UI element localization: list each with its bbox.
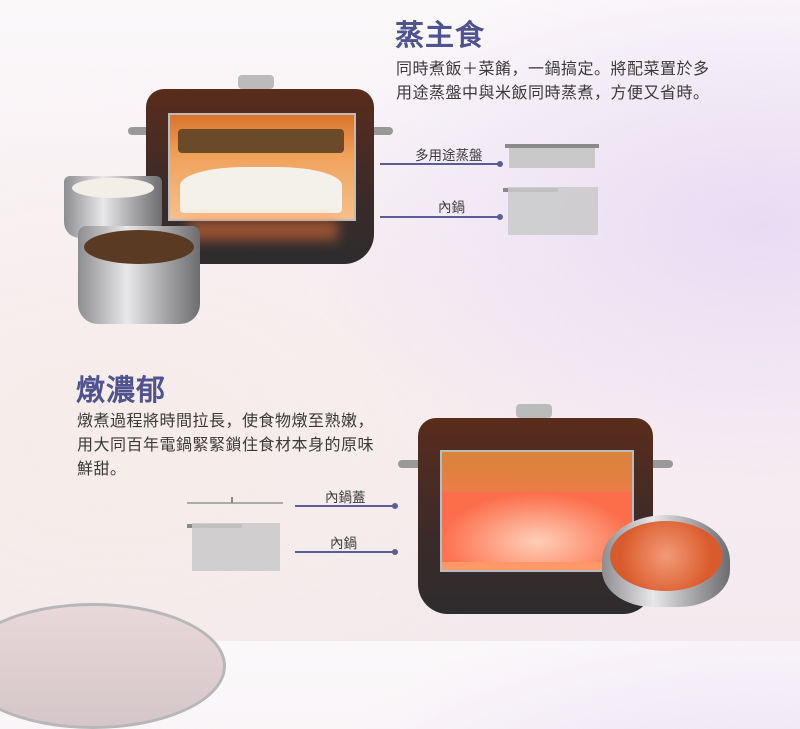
lid-knob	[516, 404, 552, 418]
inner-pot-icon	[192, 523, 280, 571]
dish-pot	[78, 226, 200, 324]
section1-description: 同時煮飯＋菜餚，一鍋搞定。將配菜置於多 用途蒸盤中與米飯同時蒸煮，方便又省時。	[396, 57, 710, 105]
lid-knob-icon	[231, 497, 233, 503]
side-dish	[178, 129, 344, 153]
label-steam-tray: 多用途蒸盤	[415, 148, 483, 164]
rice-cooker-cutaway-stew	[398, 404, 673, 616]
pot-rim-decoration	[0, 603, 226, 729]
section2-line: 用大同百年電鍋緊緊鎖住食材本身的原味	[77, 435, 375, 454]
section2-line: 燉煮過程將時間拉長，使食物燉至熟嫩，	[77, 411, 375, 430]
label-inner-pot-2: 內鍋	[330, 536, 357, 552]
stew-bowl	[602, 515, 730, 607]
pointer-line	[295, 549, 398, 555]
heat-glow	[188, 220, 338, 240]
section2-line: 鮮甜。	[77, 459, 127, 478]
pointer-line	[295, 503, 398, 509]
section1-line: 用途蒸盤中與米飯同時蒸煮，方便又省時。	[396, 83, 710, 102]
rice	[180, 167, 342, 213]
steam-tray-icon	[509, 148, 595, 168]
label-inner-pot: 內鍋	[438, 200, 465, 216]
pointer-line	[380, 214, 503, 220]
inner-pot-icon	[508, 187, 598, 235]
inner-lid-icon	[187, 502, 283, 504]
rice-surface	[72, 178, 154, 198]
inner-pot-cutaway	[168, 113, 356, 221]
stew-surface	[610, 521, 722, 591]
steam-tray-rim	[505, 144, 599, 148]
section2-description: 燉煮過程將時間拉長，使食物燉至熟嫩， 用大同百年電鍋緊緊鎖住食材本身的原味 鮮甜…	[77, 409, 374, 481]
inner-pot-cutaway	[440, 450, 634, 572]
section1-line: 同時煮飯＋菜餚，一鍋搞定。將配菜置於多	[396, 59, 710, 78]
pointer-line	[380, 161, 503, 167]
rice-cooker-cutaway-steam	[128, 75, 393, 267]
section2-title: 燉濃郁	[76, 373, 167, 407]
label-inner-lid: 內鍋蓋	[325, 490, 366, 506]
dish-surface	[84, 230, 194, 264]
lid-knob	[238, 75, 274, 89]
section1-title: 蒸主食	[395, 18, 486, 52]
boiling-liquid	[442, 492, 632, 562]
